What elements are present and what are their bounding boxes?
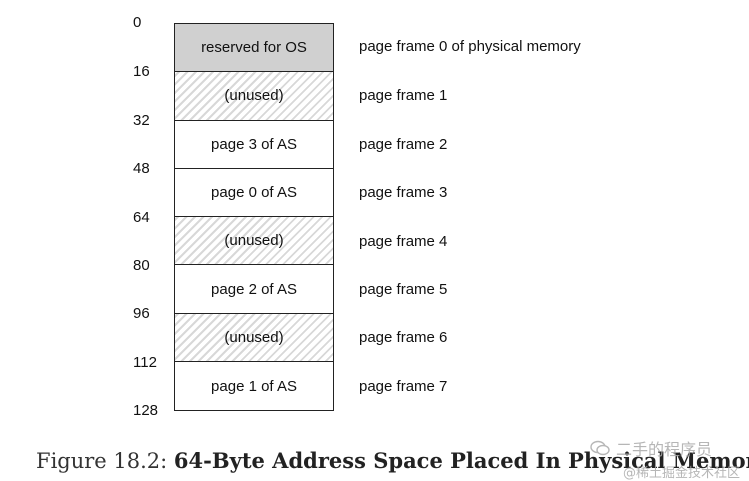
address-label-64: 64 [133,209,150,226]
figure-caption: Figure 18.2: 64-Byte Address Space Place… [36,448,749,473]
frame-7-box: page 1 of AS [175,362,333,411]
caption-title: 64-Byte Address Space Placed In Physical… [173,448,749,473]
watermark-line2: @稀土掘金技术社区 [622,466,740,481]
frame-2-box: page 3 of AS [175,120,333,169]
address-label-32: 32 [133,112,150,129]
frame-4-box: (unused) [175,217,333,266]
address-label-80: 80 [133,257,150,274]
frame-2-description: page frame 2 [359,136,448,153]
frame-3-box: page 0 of AS [175,168,333,218]
watermark: 二手的程序员 @稀土掘金技术社区 [590,436,740,481]
address-label-16: 16 [133,63,150,80]
watermark-line1: 二手的程序员 [590,436,740,460]
address-label-96: 96 [133,305,150,322]
frame-6-description: page frame 6 [359,329,448,346]
frame-5-box: page 2 of AS [175,265,333,314]
frame-1-box: (unused) [175,72,333,121]
address-label-128: 128 [133,402,159,419]
frame-0-label: reserved for OS [201,39,307,57]
frame-5-label: page 2 of AS [211,280,297,298]
frame-1-description: page frame 1 [359,87,448,104]
frame-4-description: page frame 4 [359,233,448,250]
wechat-icon [590,440,610,456]
frame-1-label: (unused) [224,87,284,105]
frame-6-label: (unused) [224,328,284,346]
frame-4-label: (unused) [224,232,284,250]
frame-0-description: page frame 0 of physical memory [359,38,581,55]
address-label-112: 112 [133,354,157,371]
frame-6-box: (unused) [175,313,333,363]
frame-0-box: reserved for OS [175,24,333,73]
physical-memory-stack: reserved for OS (unused) page 3 of AS pa… [174,23,334,412]
caption-prefix: Figure 18.2: [36,449,168,473]
frame-3-label: page 0 of AS [211,184,297,202]
watermark-account-name: 二手的程序员 [616,440,713,459]
address-label-48: 48 [133,160,150,177]
frame-7-description: page frame 7 [359,378,448,395]
frame-3-description: page frame 3 [359,184,448,201]
frame-5-description: page frame 5 [359,281,448,298]
frame-7-label: page 1 of AS [211,377,297,395]
frame-2-label: page 3 of AS [211,135,297,153]
address-label-0: 0 [133,14,142,31]
